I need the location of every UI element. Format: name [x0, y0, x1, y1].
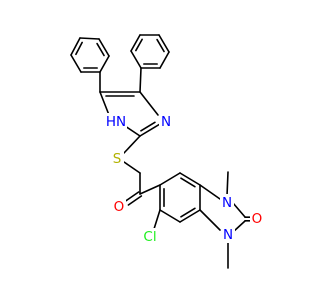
bond-24 [140, 121, 156, 132]
bond-27 [123, 135, 141, 154]
bond-45 [232, 202, 246, 218]
bond-30 [124, 191, 140, 202]
bond-28 [123, 161, 141, 174]
atom-label-o-ketone: O [114, 199, 125, 215]
atom-label-layer: HN N S O Cl N N O [105, 113, 264, 245]
cl-label-bg [140, 228, 160, 245]
atom-label-n-imidazole: N [161, 114, 171, 130]
bond-35 [180, 177, 196, 188]
s-label-bg [110, 150, 124, 167]
atom-label-s: S [113, 151, 122, 167]
bond-layer [70, 34, 252, 269]
bond-2 [96, 42, 105, 57]
bond-32 [139, 184, 161, 195]
bond-34 [179, 172, 201, 186]
bond-12 [159, 51, 170, 69]
bond-33 [159, 172, 181, 186]
bond-16 [130, 34, 141, 52]
atom-label-nh: HN [106, 114, 126, 130]
bond-10 [158, 34, 170, 53]
bond-44 [199, 209, 221, 231]
bond-0 [79, 37, 100, 40]
bond-3 [99, 55, 110, 73]
n3-label-bg [221, 226, 235, 243]
bond-38 [180, 207, 196, 218]
bond-7 [70, 37, 81, 56]
bond-23 [139, 123, 161, 137]
molecule-structure: HN N S O Cl N N O [70, 34, 264, 269]
bond-31 [127, 195, 143, 206]
bond-37 [179, 209, 201, 223]
bond-43 [199, 184, 221, 200]
bond-11 [156, 38, 165, 53]
n1-label-bg [220, 194, 234, 211]
atom-label-n3: N [223, 227, 233, 243]
n-imidazole-label-bg [159, 113, 173, 130]
o-urea-label-bg [250, 210, 264, 227]
bond-26 [99, 91, 110, 116]
bond-1 [98, 38, 110, 57]
bond-19 [139, 67, 142, 93]
bond-15 [130, 50, 142, 69]
bond-22 [139, 91, 159, 116]
bond-6 [70, 54, 82, 73]
bond-25 [124, 125, 141, 137]
bond-39 [159, 209, 181, 223]
bond-49 [226, 171, 229, 197]
atom-label-n1: N [222, 195, 232, 211]
o-ketone-label-bg [112, 198, 126, 215]
atom-label-o-urea: O [252, 211, 263, 227]
bond-42 [153, 209, 161, 230]
bond-8 [75, 41, 83, 56]
nh-label-bg [105, 113, 127, 130]
atom-label-cl: Cl [143, 229, 156, 245]
bond-17 [135, 38, 143, 52]
